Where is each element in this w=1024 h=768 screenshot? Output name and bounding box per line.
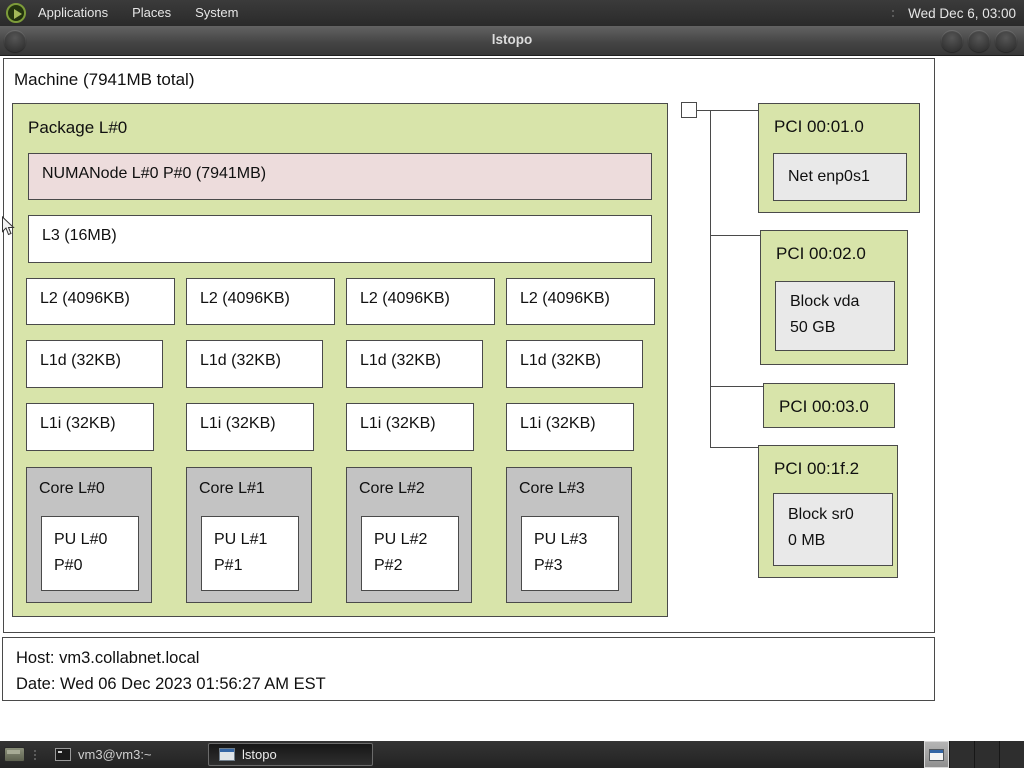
- pci-branch-line: [710, 386, 763, 387]
- window-menu-button[interactable]: [4, 30, 26, 52]
- pci-box: PCI 00:02.0 Block vda 50 GB: [760, 230, 908, 365]
- device-size: 0 MB: [788, 532, 826, 549]
- pci-box: PCI 00:01.0 Net enp0s1: [758, 103, 920, 213]
- taskbar-item-terminal[interactable]: vm3@vm3:~: [44, 743, 206, 766]
- pci-label: PCI 00:1f.2: [774, 459, 860, 478]
- workspace-switcher: [924, 741, 1024, 768]
- pci-branch-line: [710, 235, 760, 236]
- workspace-2[interactable]: [949, 741, 974, 768]
- core-label: Core L#1: [199, 480, 265, 497]
- core-label: Core L#3: [519, 480, 585, 497]
- core-label: Core L#2: [359, 480, 425, 497]
- pci-trunk-line: [710, 110, 711, 448]
- l2-cache-box: L2 (4096KB): [26, 278, 175, 325]
- pci-box: PCI 00:03.0: [763, 383, 895, 428]
- window-titlebar[interactable]: lstopo: [0, 26, 1024, 56]
- pu-box: PU L#2 P#2: [361, 516, 459, 591]
- legend-date: Date: Wed 06 Dec 2023 01:56:27 AM EST: [16, 675, 326, 693]
- l1d-cache-box: L1d (32KB): [346, 340, 483, 388]
- pci-label: PCI 00:02.0: [776, 244, 866, 263]
- pci-label: PCI 00:03.0: [779, 397, 869, 416]
- l2-cache-box: L2 (4096KB): [346, 278, 495, 325]
- pu-box: PU L#0 P#0: [41, 516, 139, 591]
- package-label: Package L#0: [28, 118, 128, 137]
- close-button[interactable]: [995, 30, 1017, 52]
- device-size: 50 GB: [790, 319, 836, 336]
- pu-label: PU L#0: [54, 531, 108, 548]
- pu-label: PU L#1: [214, 531, 268, 548]
- device-label: Block sr0: [788, 506, 854, 523]
- pu-pnum: P#2: [374, 557, 403, 574]
- lstopo-window-icon: [219, 748, 235, 761]
- block-device-box: Block vda 50 GB: [775, 281, 895, 351]
- pu-label: PU L#2: [374, 531, 428, 548]
- workspace-1[interactable]: [924, 741, 949, 768]
- device-label: Net enp0s1: [788, 168, 870, 185]
- show-desktop-button[interactable]: [3, 744, 27, 765]
- window-title: lstopo: [491, 32, 533, 47]
- pu-box: PU L#3 P#3: [521, 516, 619, 591]
- legend-box: Host: vm3.collabnet.local Date: Wed 06 D…: [2, 637, 935, 701]
- tasklist-handle[interactable]: [34, 749, 36, 760]
- hostbridge-box: [681, 102, 697, 118]
- workspace-3[interactable]: [974, 741, 999, 768]
- core-box: Core L#0 PU L#0 P#0: [26, 467, 152, 603]
- show-desktop-icon: [4, 747, 25, 762]
- pu-label: PU L#3: [534, 531, 588, 548]
- workspace-4[interactable]: [999, 741, 1024, 768]
- top-panel: Applications Places System Wed Dec 6, 03…: [0, 0, 1024, 26]
- device-label: Block vda: [790, 293, 860, 310]
- pci-label: PCI 00:01.0: [774, 117, 864, 136]
- menu-places[interactable]: Places: [132, 5, 172, 20]
- pu-pnum: P#0: [54, 557, 83, 574]
- mini-window-icon: [929, 749, 944, 761]
- minimize-button[interactable]: [941, 30, 963, 52]
- block-device-box: Block sr0 0 MB: [773, 493, 893, 566]
- pci-branch-line: [697, 110, 758, 111]
- pci-branch-line: [710, 447, 758, 448]
- taskbar-item-lstopo[interactable]: lstopo: [208, 743, 373, 766]
- mouse-cursor: [1, 215, 16, 242]
- l3-cache-box: L3 (16MB): [28, 215, 652, 263]
- l1d-cache-box: L1d (32KB): [506, 340, 643, 388]
- net-device-box: Net enp0s1: [773, 153, 907, 201]
- machine-label: Machine (7941MB total): [14, 70, 195, 89]
- l2-cache-box: L2 (4096KB): [186, 278, 335, 325]
- panel-clock[interactable]: Wed Dec 6, 03:00: [908, 5, 1016, 21]
- core-box: Core L#3 PU L#3 P#3: [506, 467, 632, 603]
- core-box: Core L#2 PU L#2 P#2: [346, 467, 472, 603]
- taskbar-item-label: lstopo: [242, 747, 277, 762]
- legend-host: Host: vm3.collabnet.local: [16, 649, 200, 667]
- core-box: Core L#1 PU L#1 P#1: [186, 467, 312, 603]
- menu-system[interactable]: System: [195, 5, 239, 20]
- terminal-icon: [55, 748, 71, 761]
- pu-pnum: P#3: [534, 557, 563, 574]
- distro-menu-icon[interactable]: [6, 3, 26, 23]
- l1i-cache-box: L1i (32KB): [186, 403, 314, 451]
- numanode-box: NUMANode L#0 P#0 (7941MB): [28, 153, 652, 200]
- l1d-cache-box: L1d (32KB): [26, 340, 163, 388]
- l1i-cache-box: L1i (32KB): [26, 403, 154, 451]
- core-label: Core L#0: [39, 480, 105, 497]
- pu-pnum: P#1: [214, 557, 243, 574]
- menu-applications[interactable]: Applications: [38, 5, 109, 20]
- l2-cache-box: L2 (4096KB): [506, 278, 655, 325]
- pu-box: PU L#1 P#1: [201, 516, 299, 591]
- bottom-taskbar: vm3@vm3:~ lstopo: [0, 741, 1024, 768]
- lstopo-canvas: Machine (7941MB total) Package L#0 NUMAN…: [0, 56, 1024, 741]
- maximize-button[interactable]: [968, 30, 990, 52]
- notification-area-handle[interactable]: [892, 9, 895, 17]
- taskbar-item-label: vm3@vm3:~: [78, 747, 152, 762]
- l1i-cache-box: L1i (32KB): [506, 403, 634, 451]
- l1d-cache-box: L1d (32KB): [186, 340, 323, 388]
- l1i-cache-box: L1i (32KB): [346, 403, 474, 451]
- pci-box: PCI 00:1f.2 Block sr0 0 MB: [758, 445, 898, 578]
